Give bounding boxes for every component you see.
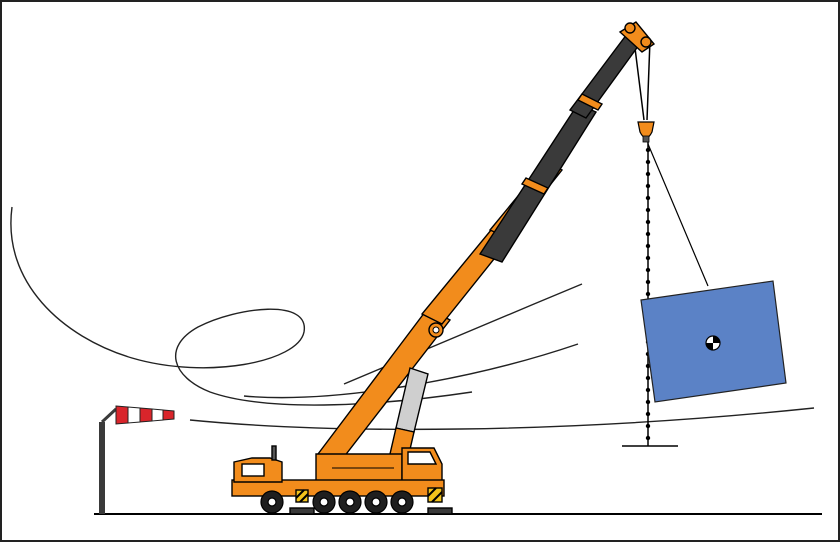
center-of-gravity-symbol (706, 336, 720, 350)
outrigger-pad-left (290, 508, 314, 514)
boom-head-pulley (641, 37, 651, 47)
outrigger-pad-right (428, 508, 452, 514)
wheel (313, 491, 335, 513)
cab-exhaust (272, 446, 276, 460)
wind-line-lower (190, 408, 814, 429)
wind-line-upper (344, 284, 582, 384)
wheel (391, 491, 413, 513)
windsock-arm (102, 409, 116, 422)
windsock-sleeve (116, 406, 174, 424)
boom-head-sheave (625, 23, 635, 33)
suspended-load (641, 281, 786, 402)
wheel (261, 491, 283, 513)
wheel (365, 491, 387, 513)
wheel (339, 491, 361, 513)
driver-cab-window (242, 464, 264, 476)
load-sling (648, 144, 708, 286)
crane-boom (318, 22, 654, 462)
windsock (99, 406, 174, 514)
windsock-pole (99, 422, 105, 514)
hook-block (638, 122, 654, 142)
